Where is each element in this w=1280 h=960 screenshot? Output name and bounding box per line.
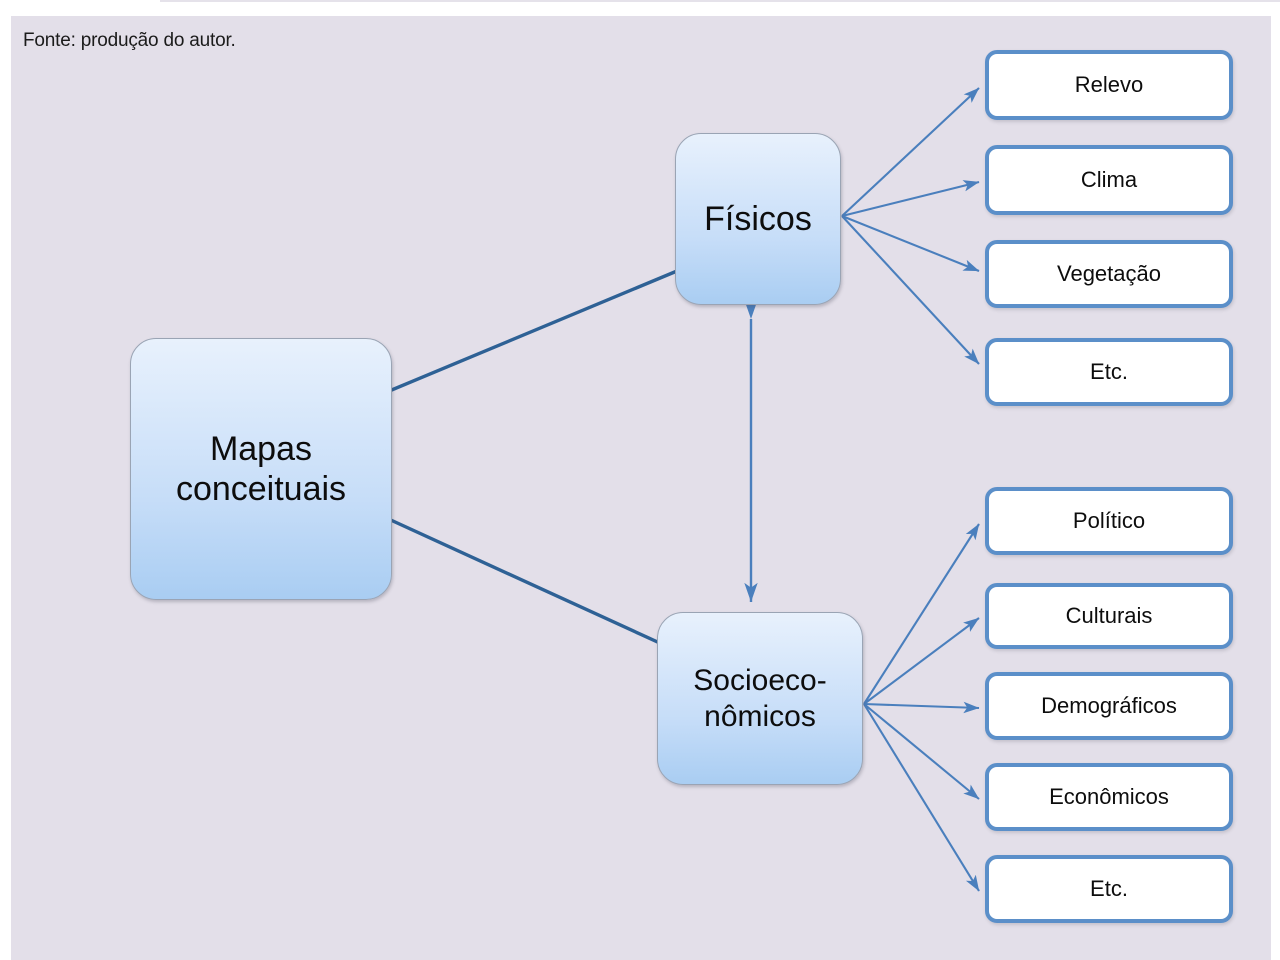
- node-label: Culturais: [1065, 603, 1153, 629]
- node-relevo[interactable]: Relevo: [985, 50, 1233, 120]
- node-label: Demográficos: [1041, 693, 1177, 719]
- node-fisicos[interactable]: Físicos: [675, 133, 841, 305]
- node-culturais[interactable]: Culturais: [985, 583, 1233, 649]
- source-caption: Fonte: produção do autor.: [23, 30, 236, 51]
- node-label: Relevo: [1074, 72, 1144, 98]
- connector-fisicos-to-leaves: [841, 87, 980, 365]
- node-label: Etc.: [1090, 359, 1128, 385]
- node-vegetacao[interactable]: Vegetação: [985, 240, 1233, 308]
- node-label: Clima: [1080, 167, 1138, 193]
- node-label: Físicos: [704, 199, 812, 238]
- node-etc-fisicos[interactable]: Etc.: [985, 338, 1233, 406]
- node-politico[interactable]: Político: [985, 487, 1233, 555]
- node-label: Socioeco- nômicos: [693, 664, 827, 733]
- node-economicos[interactable]: Econômicos: [985, 763, 1233, 831]
- connector-root-to-fisicos: [381, 269, 678, 396]
- connector-root-to-socioeconomicos: [381, 514, 676, 652]
- node-demograficos[interactable]: Demográficos: [985, 672, 1233, 740]
- node-socioeconomicos[interactable]: Socioeco- nômicos: [657, 612, 863, 785]
- node-label: Etc.: [1090, 876, 1128, 902]
- diagram-canvas: Fonte: produção do autor.: [11, 16, 1271, 960]
- connector-layer: [381, 87, 980, 892]
- node-etc-socioeconomicos[interactable]: Etc.: [985, 855, 1233, 923]
- connector-socioeconomicos-to-leaves: [863, 523, 980, 892]
- node-label: Econômicos: [1049, 784, 1169, 810]
- node-label: Político: [1072, 508, 1146, 534]
- node-clima[interactable]: Clima: [985, 145, 1233, 215]
- node-mapas-conceituais[interactable]: Mapas conceituais: [130, 338, 392, 600]
- node-label: Mapas conceituais: [175, 429, 347, 508]
- node-label: Vegetação: [1057, 261, 1161, 287]
- top-divider-rule: [160, 0, 1280, 2]
